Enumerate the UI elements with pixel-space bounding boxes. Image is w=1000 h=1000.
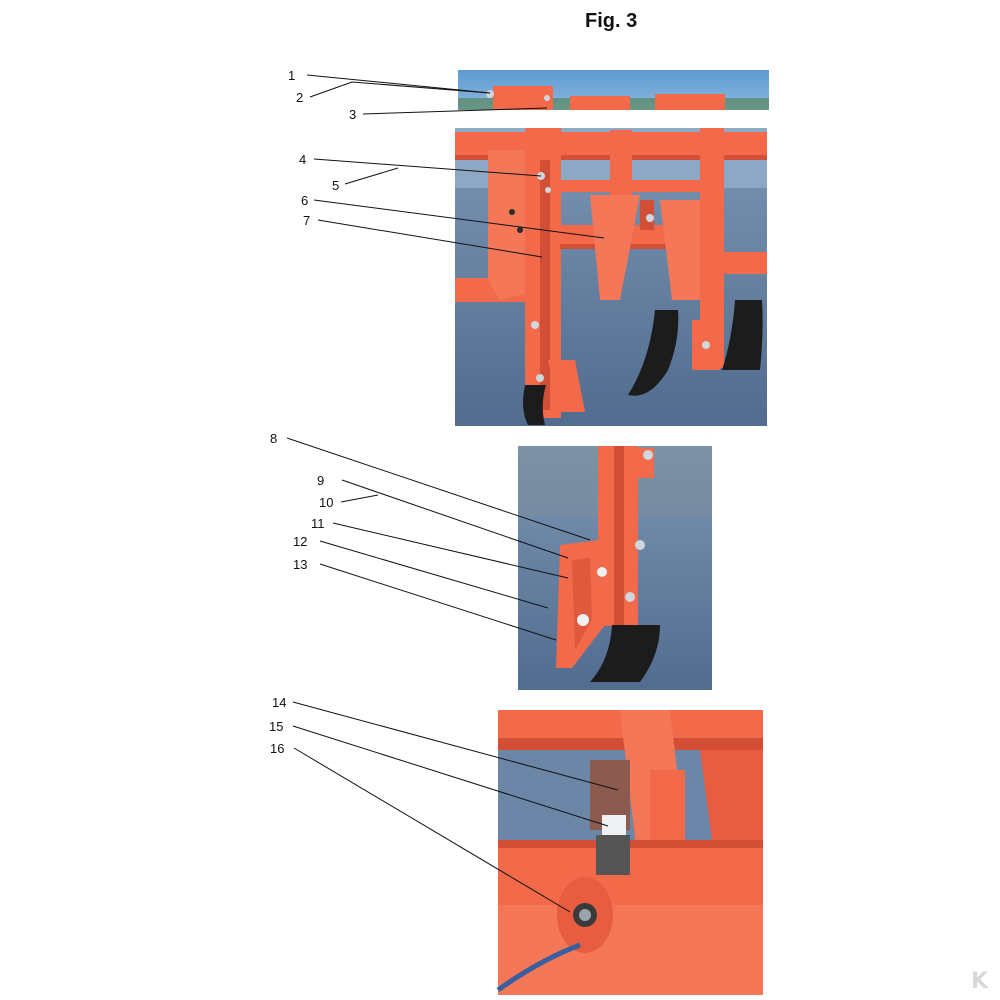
callout-1: 1 bbox=[288, 68, 295, 83]
callout-14: 14 bbox=[272, 695, 286, 710]
callout-9: 9 bbox=[317, 473, 324, 488]
brand-watermark: K bbox=[970, 969, 988, 994]
callout-15: 15 bbox=[269, 719, 283, 734]
photo-turnbuckle-detail bbox=[496, 710, 763, 995]
callout-8: 8 bbox=[270, 431, 277, 446]
photo-main-assembly bbox=[455, 128, 767, 426]
callout-16: 16 bbox=[270, 741, 284, 756]
callout-2: 2 bbox=[296, 90, 303, 105]
callout-labels: 1 2 3 4 5 6 7 8 9 10 11 12 13 14 15 16 bbox=[269, 68, 356, 756]
callout-3: 3 bbox=[349, 107, 356, 122]
photo-top-strip bbox=[458, 70, 769, 110]
callout-7: 7 bbox=[303, 213, 310, 228]
callout-4: 4 bbox=[299, 152, 306, 167]
callout-11: 11 bbox=[311, 516, 325, 531]
figure-title: Fig. 3 bbox=[585, 10, 638, 32]
leader-lines bbox=[286, 74, 619, 913]
callout-10: 10 bbox=[319, 495, 333, 510]
callout-13: 13 bbox=[293, 557, 307, 572]
callout-12: 12 bbox=[293, 534, 307, 549]
callout-5: 5 bbox=[332, 178, 339, 193]
callout-6: 6 bbox=[301, 193, 308, 208]
photo-tine-detail bbox=[518, 446, 712, 690]
